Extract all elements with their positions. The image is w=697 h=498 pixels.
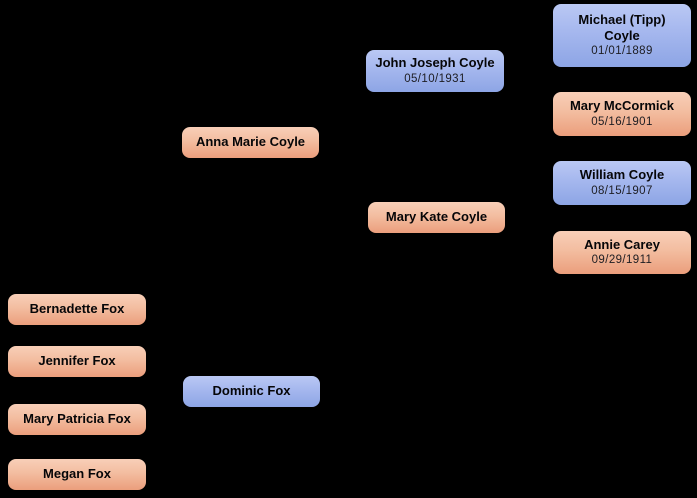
person-name: Jennifer Fox: [38, 353, 116, 369]
person-box-michael-tipp-coyle[interactable]: Michael (Tipp) Coyle 01/01/1889: [553, 4, 691, 67]
person-name: Mary Kate Coyle: [385, 209, 488, 225]
person-name: Anna Marie Coyle: [195, 134, 306, 150]
person-box-jennifer-fox[interactable]: Jennifer Fox: [8, 346, 146, 377]
person-box-megan-fox[interactable]: Megan Fox: [8, 459, 146, 490]
person-name: Mary McCormick: [569, 98, 675, 114]
person-name: Megan Fox: [43, 466, 111, 482]
person-box-bernadette-fox[interactable]: Bernadette Fox: [8, 294, 146, 325]
person-box-mary-mccormick[interactable]: Mary McCormick 05/16/1901: [553, 92, 691, 136]
person-box-mary-kate-coyle[interactable]: Mary Kate Coyle: [368, 202, 505, 233]
person-name: Annie Carey: [584, 236, 660, 252]
person-name: Mary Patricia Fox: [23, 411, 131, 427]
person-name: Michael (Tipp) Coyle: [578, 11, 666, 44]
person-name: Bernadette Fox: [29, 301, 125, 317]
person-box-annie-carey[interactable]: Annie Carey 09/29/1911: [553, 231, 691, 274]
person-birthdate: 08/15/1907: [591, 184, 653, 197]
person-box-anna-marie-coyle[interactable]: Anna Marie Coyle: [182, 127, 319, 158]
person-box-mary-patricia-fox[interactable]: Mary Patricia Fox: [8, 404, 146, 435]
person-name: John Joseph Coyle: [375, 55, 495, 71]
person-birthdate: 05/16/1901: [591, 115, 653, 128]
person-birthdate: 05/10/1931: [404, 72, 466, 85]
person-birthdate: 01/01/1889: [591, 45, 653, 58]
person-box-john-joseph-coyle[interactable]: John Joseph Coyle 05/10/1931: [366, 50, 504, 92]
person-name: William Coyle: [579, 167, 665, 183]
person-birthdate: 09/29/1911: [591, 254, 653, 267]
person-box-dominic-fox[interactable]: Dominic Fox: [183, 376, 320, 407]
person-name: Dominic Fox: [212, 383, 291, 399]
person-box-william-coyle[interactable]: William Coyle 08/15/1907: [553, 161, 691, 205]
